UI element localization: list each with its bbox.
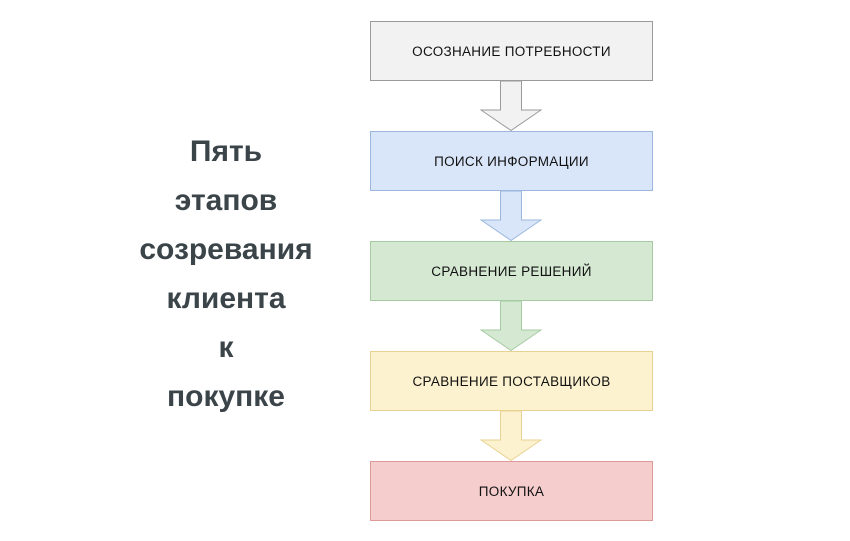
- flow-stage-label: СРАВНЕНИЕ РЕШЕНИЙ: [431, 263, 592, 279]
- flow-stage-solution-comparison[interactable]: СРАВНЕНИЕ РЕШЕНИЙ: [370, 241, 653, 301]
- flow-stage-awareness[interactable]: ОСОЗНАНИЕ ПОТРЕБНОСТИ: [370, 21, 653, 81]
- title-line-6: покупке: [167, 380, 285, 413]
- flow-stage-label: ПОИСК ИНФОРМАЦИИ: [434, 153, 589, 169]
- flow-stage-purchase[interactable]: ПОКУПКА: [370, 461, 653, 521]
- flow-stage-vendor-comparison[interactable]: СРАВНЕНИЕ ПОСТАВЩИКОВ: [370, 351, 653, 411]
- flow-stage-label: ПОКУПКА: [478, 483, 545, 499]
- down-arrow-icon-1: [480, 81, 542, 131]
- flow-stage-label: СРАВНЕНИЕ ПОСТАВЩИКОВ: [412, 373, 611, 389]
- flowchart: ОСОЗНАНИЕ ПОТРЕБНОСТИ ПОИСК ИНФОРМАЦИИ С…: [370, 21, 653, 521]
- title-line-1: Пять: [189, 135, 263, 168]
- down-arrow-icon-4: [480, 411, 542, 461]
- title-line-3: созревания: [139, 233, 313, 266]
- title-line-2: этапов: [174, 184, 278, 217]
- flow-stage-label: ОСОЗНАНИЕ ПОТРЕБНОСТИ: [412, 43, 611, 59]
- flow-stage-information-search[interactable]: ПОИСК ИНФОРМАЦИИ: [370, 131, 653, 191]
- down-arrow-icon-2: [480, 191, 542, 241]
- down-arrow-icon-3: [480, 301, 542, 351]
- title-line-4: клиента: [166, 282, 286, 315]
- page-title: Пять этапов созревания клиента к покупке: [118, 127, 334, 421]
- title-line-5: к: [218, 331, 234, 364]
